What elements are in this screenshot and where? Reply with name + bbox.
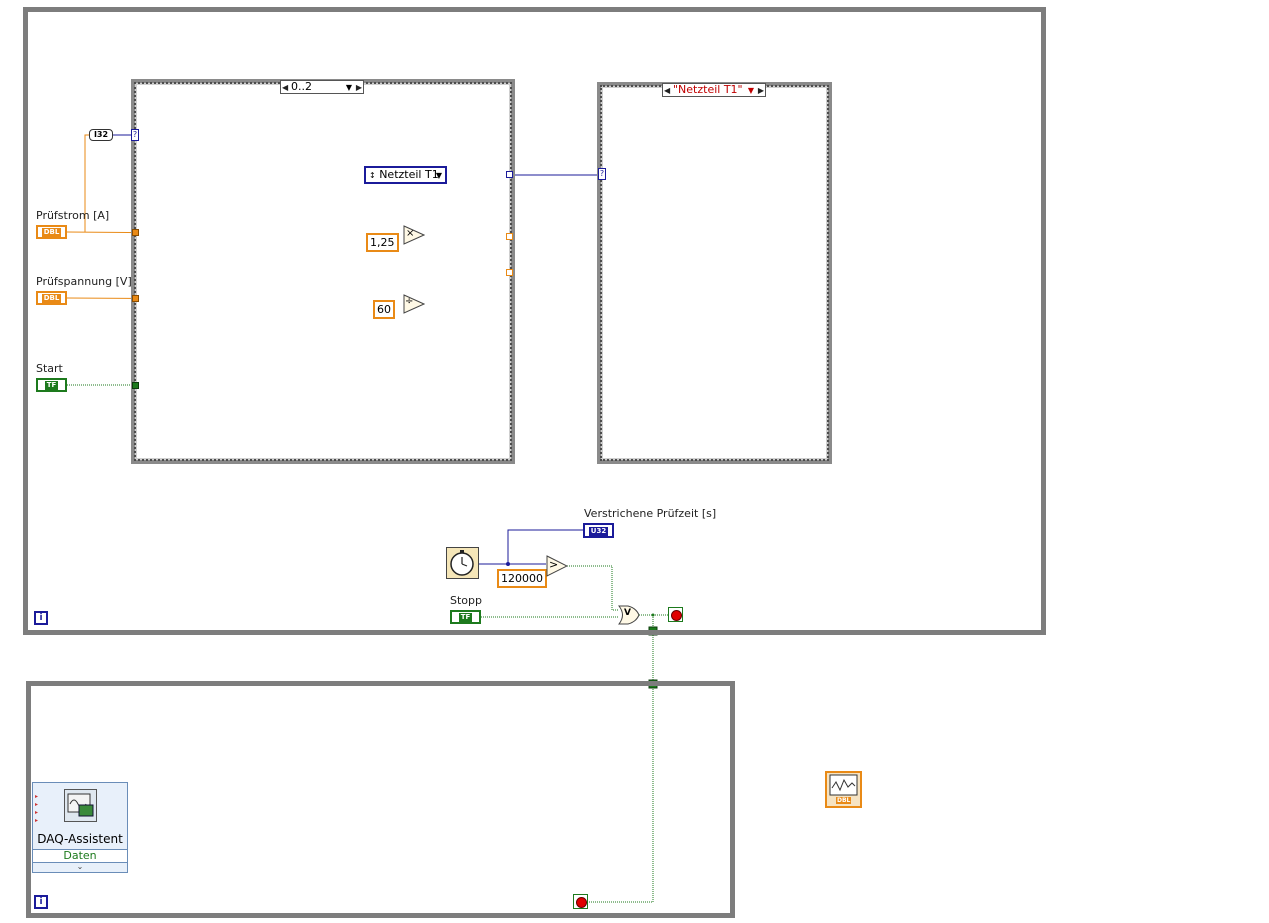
stopp-type-tag: TF <box>458 613 473 622</box>
wire-elapsed <box>507 529 583 564</box>
enum-increment-icon[interactable]: ↕ <box>369 171 376 180</box>
daq-output-daten[interactable]: Daten <box>63 849 97 862</box>
pruefstrom-type-tag: DBL <box>41 228 62 237</box>
elapsed-time-label: Verstrichene Prüfzeit [s] <box>584 507 717 520</box>
enum-selector-next-icon[interactable]: ▶ <box>757 86 764 95</box>
pruefstrom-control[interactable]: DBL <box>36 225 67 239</box>
main-loop-iteration-terminal: i <box>34 611 48 625</box>
start-type-tag: TF <box>44 381 59 390</box>
chart-icon <box>829 774 858 796</box>
or-symbol: V <box>624 608 631 618</box>
main-while-loop[interactable] <box>23 7 1046 635</box>
waveform-chart-icon[interactable]: DBL <box>825 771 862 808</box>
wire-stop-second-loop <box>588 615 654 903</box>
daq-loop-iteration-terminal: i <box>34 895 48 909</box>
tunnel-current-out[interactable] <box>506 233 513 240</box>
tunnel-enum-out[interactable] <box>506 171 513 178</box>
tick-count-node[interactable] <box>446 547 479 579</box>
i32-conversion-node[interactable]: I32 <box>89 129 113 141</box>
tunnel-voltage-out[interactable] <box>506 269 513 276</box>
daq-assistant-icon <box>64 789 97 822</box>
elapsed-time-indicator[interactable]: U32 <box>583 523 614 538</box>
multiply-node[interactable] <box>403 225 425 245</box>
netzteil-enum-value: Netzteil T1 <box>379 168 439 181</box>
elapsed-type-tag: U32 <box>588 527 609 536</box>
enum-selector-dropdown-icon[interactable]: ▼ <box>747 86 754 95</box>
divide-symbol: ÷ <box>405 296 414 307</box>
daq-loop-stop-condition[interactable] <box>573 894 588 909</box>
tunnel-start-in[interactable] <box>132 382 139 389</box>
start-control[interactable]: TF <box>36 378 67 392</box>
enum-dropdown-icon[interactable]: ▼ <box>435 171 442 180</box>
timeout-constant[interactable]: 120000 <box>497 569 547 588</box>
netzteil-enum-constant[interactable]: ↕ Netzteil T1 ▼ <box>364 166 447 184</box>
or-node[interactable] <box>618 605 640 625</box>
stopp-label: Stopp <box>450 594 482 607</box>
multiply-symbol: × <box>406 228 415 239</box>
enum-case-structure[interactable] <box>597 82 832 464</box>
tunnel-pruefspannung-in[interactable] <box>132 295 139 302</box>
enum-case-selector-label: "Netzteil T1" <box>673 83 743 96</box>
stopp-control[interactable]: TF <box>450 610 481 624</box>
daq-expand-icon[interactable]: ⌄ <box>76 862 84 871</box>
stop-icon <box>671 610 682 621</box>
enum-case-selector[interactable]: ◀ "Netzteil T1" ▼ ▶ <box>662 83 766 97</box>
wire-greater-out <box>567 565 619 611</box>
greater-than-node[interactable] <box>546 555 568 577</box>
numeric-selector-terminal[interactable]: ? <box>131 129 139 141</box>
greater-than-symbol: > <box>549 558 559 571</box>
waveform-type-tag: DBL <box>836 797 852 804</box>
daq-stop-icon <box>576 897 587 908</box>
daq-assistant-title: DAQ-Assistent <box>37 832 123 846</box>
divide-node[interactable] <box>403 294 425 314</box>
pruefspannung-type-tag: DBL <box>41 294 62 303</box>
start-label: Start <box>36 362 63 375</box>
divisor-constant[interactable]: 60 <box>373 300 395 319</box>
clock-icon <box>450 550 474 576</box>
selector-prev-icon[interactable]: ◀ <box>282 83 289 92</box>
main-loop-stop-condition[interactable] <box>668 607 683 622</box>
selector-next-icon[interactable]: ▶ <box>355 83 362 92</box>
numeric-case-selector[interactable]: ◀ 0..2 ▼ ▶ <box>280 80 364 94</box>
enum-selector-terminal[interactable]: ? <box>598 168 606 180</box>
multiplier-constant[interactable]: 1,25 <box>366 233 399 252</box>
pruefspannung-label: Prüfspannung [V] <box>36 275 132 288</box>
numeric-case-selector-label: 0..2 <box>291 80 312 93</box>
pruefstrom-label: Prüfstrom [A] <box>36 209 110 222</box>
enum-selector-prev-icon[interactable]: ◀ <box>664 86 671 95</box>
daq-while-loop[interactable] <box>26 681 735 918</box>
selector-dropdown-icon[interactable]: ▼ <box>345 83 352 92</box>
numeric-case-structure[interactable] <box>131 79 515 464</box>
daq-assistant-node[interactable]: DAQ-Assistent Daten ⌄ ▸▸▸▸ <box>32 782 128 873</box>
pruefspannung-control[interactable]: DBL <box>36 291 67 305</box>
daq-input-pins-icon: ▸▸▸▸ <box>35 793 39 824</box>
tunnel-pruefstrom-in[interactable] <box>132 229 139 236</box>
